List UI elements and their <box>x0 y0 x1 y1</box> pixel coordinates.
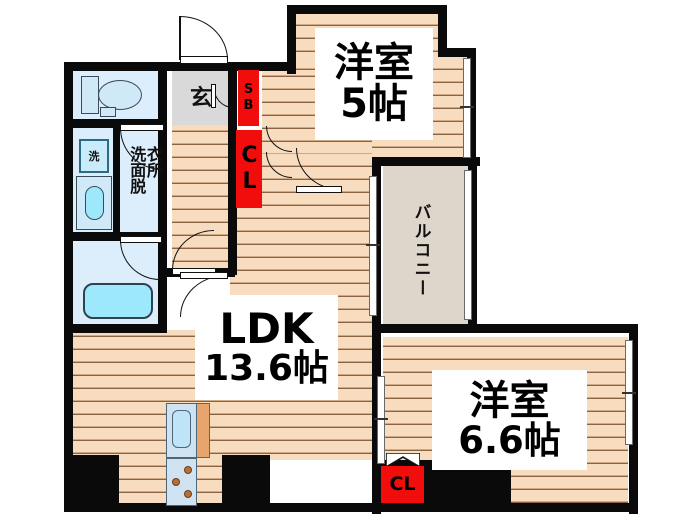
entrance-door-swing <box>180 16 228 60</box>
wall-bath-top <box>64 232 167 241</box>
wall-hallway-right <box>228 62 237 162</box>
bathroom-door-leaf[interactable] <box>120 236 162 243</box>
window-room66-right-mullion <box>622 392 636 394</box>
wall-left-outer <box>64 62 73 342</box>
ldk-name: LDK <box>219 303 314 353</box>
kitchen-sink <box>172 410 191 448</box>
wall-sanitary-bottom <box>64 324 167 333</box>
wall-ldk-upper-left <box>228 160 237 275</box>
sliding-door-ldk-balcony-mullion <box>366 244 380 246</box>
wall-room5-notch-right <box>438 5 447 57</box>
kitchen-stove-top <box>166 458 197 506</box>
wall-ldk-bottom-2 <box>64 503 384 512</box>
wall-room66-top <box>372 324 638 333</box>
wall-balcony-right <box>468 157 477 332</box>
wall-toilet-bottom <box>64 119 167 128</box>
room66-name: 洋室 <box>469 377 550 424</box>
balcony-text: バルコニー <box>410 202 431 298</box>
ldk-label-plate: LDK 13.6帖 <box>195 295 338 400</box>
wall-top-left <box>64 62 234 71</box>
kitchen-cabinet-side <box>196 403 210 458</box>
toilet-base <box>100 107 116 117</box>
bedroom-closet-fold-door[interactable] <box>385 452 421 469</box>
dressing-door-leaf[interactable] <box>120 124 164 131</box>
ldk-size: 13.6帖 <box>204 347 329 389</box>
wall-room5-notch-step <box>438 48 476 57</box>
ldk-entry-door-leaf[interactable] <box>180 272 228 279</box>
room5-label-plate: 洋室 5帖 <box>315 28 433 140</box>
hall-closet-text: CL <box>237 143 262 195</box>
wall-ldk-bottom-step <box>222 455 270 503</box>
window-room5-right-mullion <box>460 106 474 108</box>
wall-balcony-top <box>372 157 480 166</box>
wall-room5-left-lower <box>287 62 296 74</box>
vanity-counter <box>76 176 112 230</box>
entrance-label: 玄 <box>186 86 216 112</box>
wall-room66-right <box>629 324 638 514</box>
genkan-inner-door-leaf[interactable] <box>211 84 216 108</box>
balcony-floor <box>383 166 468 324</box>
fold-door-icon <box>385 452 421 469</box>
entrance-door-pivot <box>179 16 181 60</box>
wall-left-outer-lower <box>64 330 73 512</box>
sanitary-label-col2: 洗面脱 <box>127 146 147 194</box>
hall-closet-label: CL <box>236 130 262 208</box>
sliding-door-room66-left[interactable] <box>377 376 385 464</box>
window-balcony-right[interactable] <box>464 170 472 320</box>
wall-top-entry-to-room5 <box>234 62 296 71</box>
window-room5-right[interactable] <box>463 58 471 158</box>
room66-size: 6.6帖 <box>458 418 561 462</box>
wall-vanity-partition <box>113 128 120 233</box>
balcony-label: バルコニー <box>404 190 438 310</box>
wall-room5-top <box>287 5 447 14</box>
room5-name: 洋室 <box>334 40 414 87</box>
shoe-box-label: SB <box>238 70 259 126</box>
bedroom-closet-text: CL <box>389 473 416 495</box>
washing-machine: 洗 <box>79 139 109 173</box>
vanity-bowl <box>85 186 104 220</box>
room5-door-leaf[interactable] <box>296 186 342 193</box>
bedroom-closet-label: CL <box>381 466 424 503</box>
gas-burner-2 <box>172 478 180 486</box>
room66-label-plate: 洋室 6.6帖 <box>432 370 587 470</box>
room5-size: 5帖 <box>340 81 408 127</box>
entrance-text: 玄 <box>189 86 212 111</box>
sanitary-label-col1: 衣所 <box>144 146 163 178</box>
washing-machine-label: 洗 <box>88 150 100 163</box>
wall-ldk-bottom-mass <box>64 455 119 510</box>
gas-burner-3 <box>184 490 192 498</box>
wall-sanitary-right <box>158 62 167 333</box>
sliding-door-ldk-balcony[interactable] <box>369 176 377 316</box>
toilet-tank <box>81 76 99 114</box>
wall-room5-left-upper <box>287 5 296 65</box>
sanitary-label: 衣所 洗面脱 <box>121 146 163 232</box>
gas-burner-1 <box>184 466 192 474</box>
toilet-bowl <box>98 80 142 110</box>
sliding-door-room66-left-mullion <box>374 418 388 420</box>
shoe-box-text: SB <box>241 82 256 114</box>
bathtub <box>83 283 153 319</box>
